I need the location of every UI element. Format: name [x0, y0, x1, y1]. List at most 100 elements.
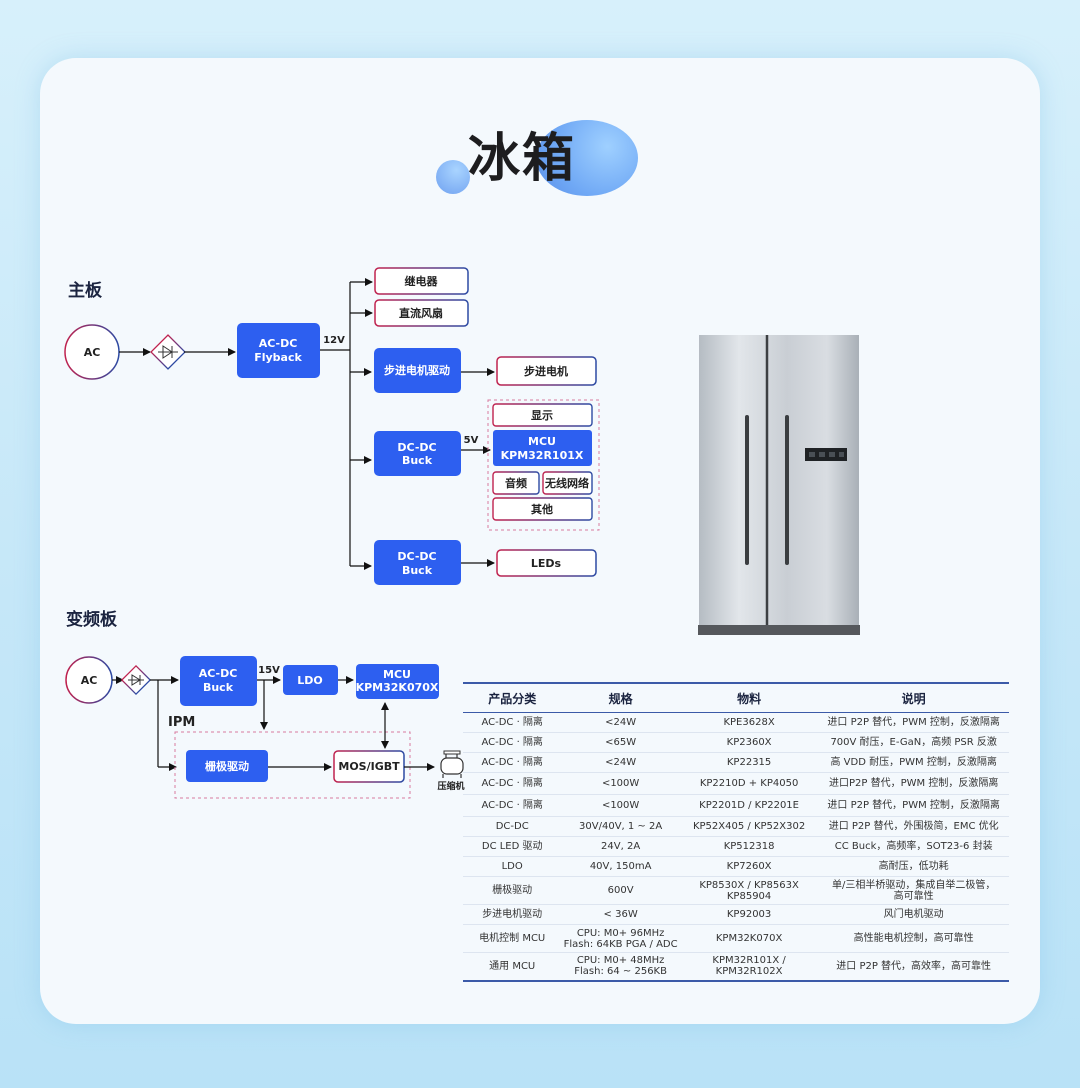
table-cell: CPU: M0+ 96MHz Flash: 64KB PGA / ADC: [561, 924, 680, 953]
table-cell: KP22315: [679, 752, 819, 773]
table-cell: KP512318: [679, 836, 819, 857]
svg-text:栅极驱动: 栅极驱动: [205, 759, 249, 773]
svg-text:其他: 其他: [531, 502, 553, 516]
svg-text:LEDs: LEDs: [531, 557, 562, 570]
table-cell: CPU: M0+ 48MHz Flash: 64 ~ 256KB: [574, 955, 667, 978]
section-inverter-board: 变频板: [66, 610, 117, 630]
ldo-block: [283, 665, 338, 695]
svg-text:直流风扇: 直流风扇: [399, 306, 443, 320]
table-cell: KP7260X: [679, 856, 819, 877]
table-cell: KP2210D + KP4050: [679, 772, 819, 795]
table-cell: 进口 P2P 替代，PWM 控制，反激隔离: [818, 794, 1009, 817]
inv-15v-label: 15V: [258, 665, 280, 676]
table-cell: KPM32R101X / KPM32R102X: [712, 955, 786, 978]
main-ac-label: AC: [84, 346, 101, 359]
table-cell: KP52X405 / KP52X302: [679, 816, 819, 837]
table-header: 产品分类: [463, 683, 562, 713]
dcdc-buck-block-1: [374, 431, 461, 476]
table-cell: AC-DC · 隔离: [463, 732, 562, 753]
main-acdc-flyback-block: [237, 323, 320, 378]
leds-box: [496, 549, 597, 577]
table-cell: AC-DC · 隔离: [463, 772, 562, 795]
table-cell: 通用 MCU: [489, 960, 536, 972]
table-cell: <24W: [561, 712, 680, 733]
table-cell: 24V, 2A: [561, 836, 680, 857]
table-cell: 电机控制 MCU: [463, 924, 562, 953]
table-cell: DC LED 驱动: [463, 836, 562, 857]
svg-text:AC-DC: AC-DC: [199, 667, 238, 680]
table-cell: 高耐压，低功耗: [818, 856, 1009, 877]
svg-text:MOS/IGBT: MOS/IGBT: [338, 760, 400, 773]
main-12v-label: 12V: [323, 335, 345, 346]
dc-fan-box: [374, 299, 469, 327]
svg-text:Buck: Buck: [402, 454, 433, 467]
wireless-box: [542, 471, 593, 495]
table-row: 通用 MCU CPU: M0+ 48MHz Flash: 64 ~ 256KB KP…: [463, 953, 1009, 981]
table-cell: 单/三相半桥驱动，集成自举二极管， 高可靠性: [818, 876, 1009, 905]
svg-text:AC: AC: [81, 674, 98, 687]
svg-text:MCU: MCU: [528, 435, 556, 448]
relay-box: [374, 267, 469, 295]
gate-driver-block: [186, 750, 268, 782]
table-cell: KP8530X / KP8563X KP85904: [679, 876, 819, 905]
table-cell: KP2360X: [679, 732, 819, 753]
table-header: 规格: [561, 683, 680, 713]
compressor-label: 压缩机: [437, 780, 464, 792]
svg-text:MCU: MCU: [383, 668, 411, 681]
table-cell: 进口 P2P 替代，PWM 控制，反激隔离: [818, 712, 1009, 733]
page-title: 冰箱: [468, 129, 577, 189]
table-cell: 栅极驱动: [463, 876, 562, 905]
table-cell: < 36W: [561, 904, 680, 925]
inv-acdc-buck-block: [180, 656, 257, 706]
table-cell: <65W: [561, 732, 680, 753]
main-rectifier-diode-icon: [150, 334, 186, 370]
svg-text:继电器: 继电器: [405, 274, 439, 288]
svg-text:KPM32R101X: KPM32R101X: [501, 449, 584, 462]
title-area: 冰箱: [436, 118, 646, 202]
svg-text:KPM32K070X: KPM32K070X: [356, 681, 439, 694]
svg-text:AC-DC: AC-DC: [259, 337, 298, 350]
svg-text:DC-DC: DC-DC: [397, 550, 436, 563]
table-cell: DC-DC: [463, 816, 562, 837]
table-cell: AC-DC · 隔离: [463, 712, 562, 733]
svg-text:LDO: LDO: [297, 674, 323, 687]
table-cell: <100W: [561, 794, 680, 817]
table-cell: <100W: [561, 772, 680, 795]
table-cell: KPM32K070X: [679, 924, 819, 953]
section-main-board: 主板: [68, 281, 102, 301]
svg-text:无线网络: 无线网络: [544, 476, 589, 490]
svg-text:Buck: Buck: [402, 564, 433, 577]
svg-text:Flyback: Flyback: [254, 351, 302, 364]
compressor-icon: [440, 750, 464, 778]
inv-rectifier-diode-icon: [120, 664, 152, 696]
svg-text:步进电机: 步进电机: [524, 364, 568, 378]
stepper-driver-block: [374, 348, 461, 393]
display-box: [492, 403, 593, 427]
main-mcu-block: [493, 430, 592, 466]
table-cell: 40V, 150mA: [561, 856, 680, 877]
audio-box: [492, 471, 540, 495]
title-decoration-circle: [536, 120, 638, 196]
svg-text:Buck: Buck: [203, 681, 234, 694]
table-header: 说明: [818, 683, 1009, 713]
mcu-subsystem-group: [487, 399, 600, 531]
main-5v-label: 5V: [464, 435, 479, 446]
svg-text:显示: 显示: [531, 409, 553, 422]
table-cell: 进口 P2P 替代，高效率，高可靠性: [836, 960, 992, 972]
dcdc-buck-block-2: [374, 540, 461, 585]
table-cell: KP2201D / KP2201E: [679, 794, 819, 817]
table-cell: 进口P2P 替代，PWM 控制，反激隔离: [818, 772, 1009, 795]
title-decoration-dot: [436, 160, 470, 194]
table-cell: 700V 耐压，E-GaN，高频 PSR 反激: [818, 732, 1009, 753]
svg-text:步进电机驱动: 步进电机驱动: [384, 363, 450, 377]
table-cell: 进口 P2P 替代，外围极简，EMC 优化: [818, 816, 1009, 837]
